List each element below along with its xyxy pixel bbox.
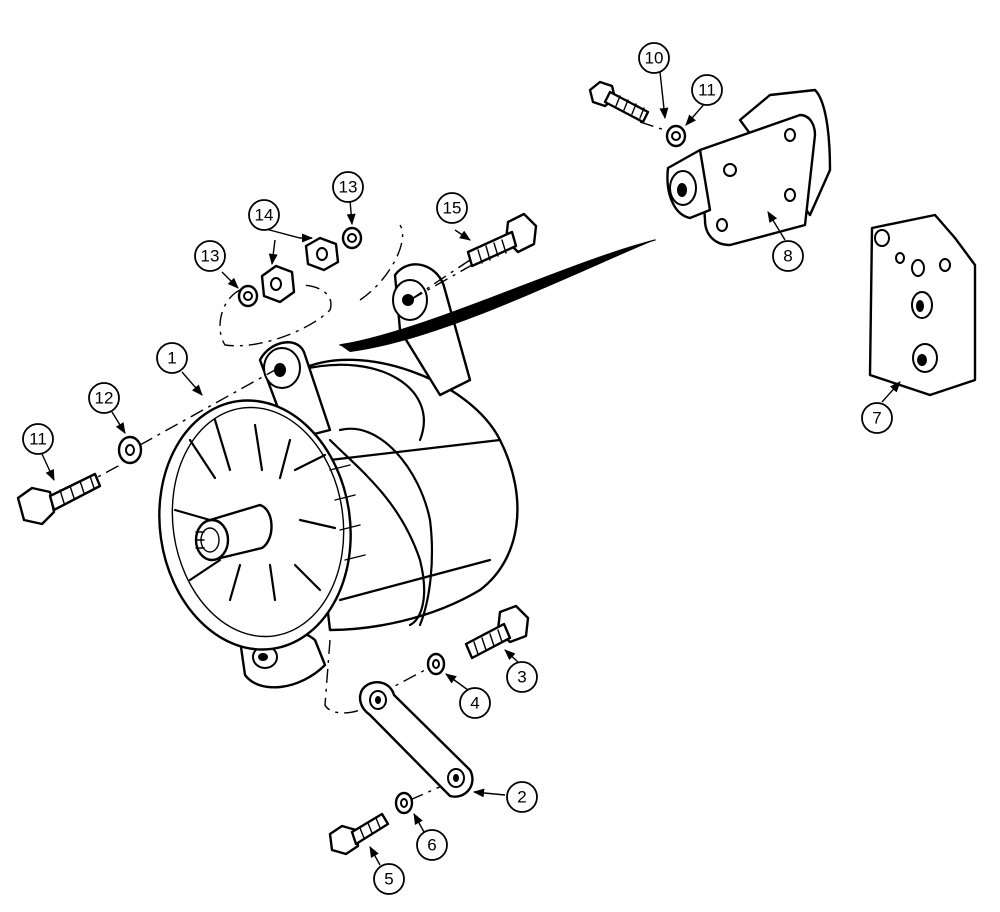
- leader-lines: [41, 71, 901, 866]
- lock-washer-10: [665, 124, 687, 148]
- callout-12-label: 12: [95, 389, 114, 408]
- callout-15: 15: [436, 192, 468, 224]
- callout-11-label: 11: [29, 430, 47, 449]
- callout-11: 11: [22, 423, 54, 455]
- callout-12: 12: [88, 382, 120, 414]
- callout-13b-label: 13: [339, 178, 358, 197]
- bolt-5: [328, 812, 390, 856]
- callout-8: 8: [772, 240, 804, 272]
- callout-10: 11: [691, 74, 723, 106]
- callout-7-label: 7: [872, 409, 881, 428]
- callout-15-label: 15: [443, 199, 462, 218]
- lock-washer-13b: [341, 226, 363, 250]
- callout-5-label: 5: [384, 870, 393, 889]
- callout-9-label: 10: [645, 49, 664, 68]
- adjusting-link-2: [358, 681, 474, 798]
- callout-9: 10: [638, 42, 670, 74]
- callout-8-label: 8: [783, 247, 792, 266]
- lock-washer-13a: [237, 284, 259, 308]
- callout-2: 2: [506, 781, 538, 813]
- callout-14: 14: [248, 199, 280, 231]
- callout-14-label: 14: [255, 206, 274, 225]
- bolt-3: [464, 604, 530, 660]
- callout-13a: 13: [194, 240, 226, 272]
- bolt-9: [588, 80, 650, 124]
- nut-14a: [260, 264, 296, 304]
- alternator: [158, 263, 519, 689]
- bolt-11: [16, 472, 102, 526]
- washer-12: [117, 435, 143, 465]
- lock-washer-6: [394, 791, 414, 815]
- callout-6-label: 6: [427, 836, 436, 855]
- callout-4: 4: [459, 687, 491, 719]
- callout-5: 5: [373, 863, 405, 895]
- callout-1: 1: [156, 342, 188, 374]
- callout-2-label: 2: [517, 788, 526, 807]
- bolt-15: [466, 212, 538, 268]
- lock-washer-4: [426, 652, 446, 676]
- nut-14b: [304, 236, 340, 272]
- mounting-bracket-upper: [666, 88, 832, 247]
- callout-7: 7: [861, 402, 893, 434]
- callout-13a-label: 13: [201, 247, 220, 266]
- callout-6: 6: [416, 829, 448, 861]
- callout-4-label: 4: [470, 694, 479, 713]
- callout-13b: 13: [332, 171, 364, 203]
- mounting-plate: [868, 213, 977, 397]
- callout-3-label: 3: [517, 668, 526, 687]
- vent-slots: [173, 418, 337, 602]
- callout-10-label: 11: [698, 81, 716, 100]
- callout-1-label: 1: [167, 349, 176, 368]
- callout-3: 3: [506, 661, 538, 693]
